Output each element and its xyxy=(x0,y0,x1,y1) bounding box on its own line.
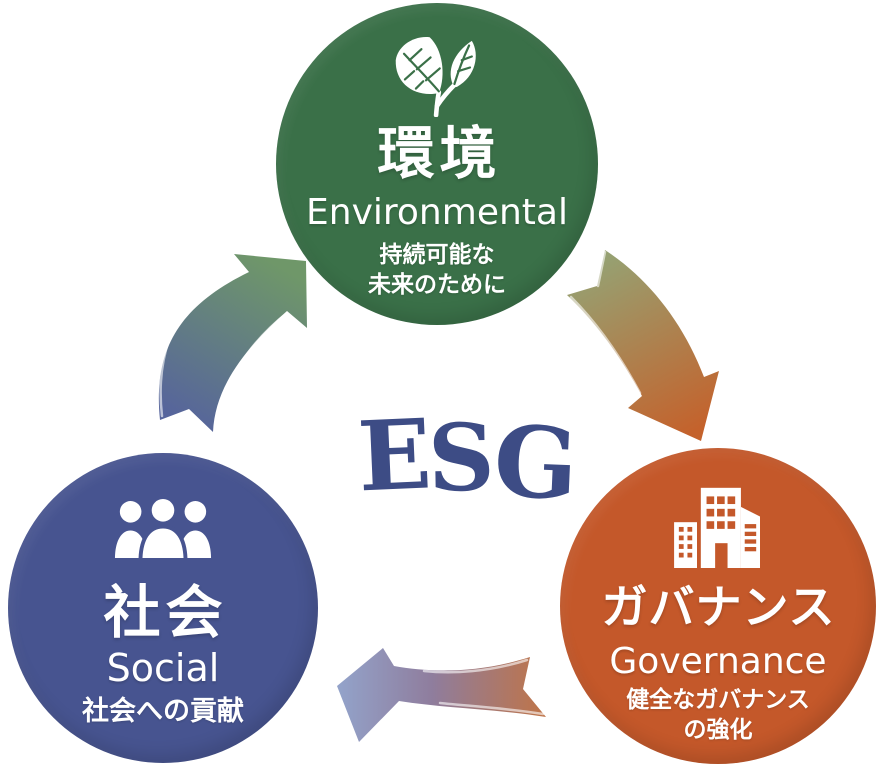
arrow-gov-to-soc xyxy=(337,648,546,742)
arrow-soc-to-env xyxy=(158,254,307,432)
environment-title-en: Environmental xyxy=(306,191,568,233)
governance-title-jp: ガバナンス xyxy=(601,580,836,634)
environment-tagline: 持続可能な 未来のために xyxy=(368,242,506,298)
arrow-env-to-gov xyxy=(567,250,719,441)
environment-circle: 環境 Environmental 持続可能な 未来のために xyxy=(276,3,598,325)
governance-tagline: 健全なガバナンス の強化 xyxy=(626,686,810,743)
esg-center-label: E S G xyxy=(355,397,577,523)
esg-letter-g: G xyxy=(491,404,577,523)
esg-letter-e: E xyxy=(355,397,431,514)
social-circle: 社会 Social 社会への貢献 xyxy=(8,453,318,763)
arrow-soc-to-env-highlight xyxy=(159,302,289,418)
social-title-en: Social xyxy=(106,645,220,690)
esg-letter-s: S xyxy=(427,403,493,513)
building-icon xyxy=(669,484,767,568)
governance-title-en: Governance xyxy=(609,640,827,682)
social-title-jp: 社会 xyxy=(103,580,228,646)
governance-circle: ガバナンス Governance 健全なガバナンス の強化 xyxy=(560,448,876,764)
social-tagline: 社会への貢献 xyxy=(82,696,244,728)
leaf-icon xyxy=(387,29,487,118)
arrow-gov-to-soc-highlight xyxy=(422,658,545,716)
arrow-env-to-gov-highlight xyxy=(569,250,642,395)
environment-title-jp: 環境 xyxy=(377,121,502,187)
people-icon xyxy=(112,495,214,564)
